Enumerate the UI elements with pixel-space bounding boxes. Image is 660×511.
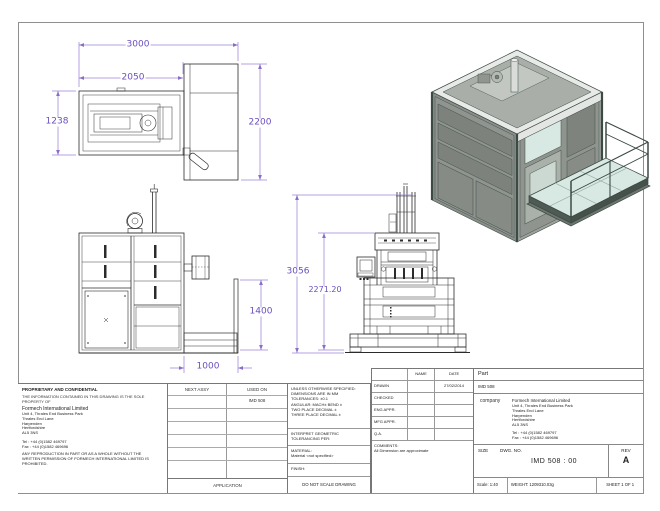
titleblock-proprietary: PROPRIETARY AND CONFIDENTIAL THE INFORMA… [18,383,168,493]
proprietary-company-name: Formech International Limited [22,406,89,412]
comments-label: COMMENTS: [374,443,399,448]
dim-frame-height: 2271.20 [307,285,343,294]
application-label: APPLICATION [168,478,287,494]
name-header: NAME [408,369,435,381]
company-tel: Tel : +44 (0)1582 469797 [512,430,557,435]
part-value: IMD 508 [474,381,643,394]
dwg-number: IMD 508 : 00 [530,458,578,465]
approval-label: ENG APPR. [372,405,408,417]
comments-value: All Dimension are approximate [374,448,429,454]
company-address-line: Thrales End Lane [512,407,544,413]
weight-value: WEIGHT: 1209310.03g [508,478,598,493]
dim-body-depth: 1238 [44,116,70,127]
titleblock-specs: UNLESS OTHERWISE SPECIFIED: DIMENSIONS A… [288,383,371,493]
specs-line: THREE PLACE DECIMAL ± [291,411,341,417]
part-header: Part [474,369,643,381]
approval-row: ENG APPR. [372,405,473,417]
company-address-line: AL5 3NS [512,422,529,428]
proprietary-heading: PROPRIETARY AND CONFIDENTIAL [22,387,98,392]
company-fax: Fax : +44 (0)1582 469696 [512,435,559,440]
do-not-scale: DO NOT SCALE DRAWING [302,482,356,487]
proprietary-address-line: Hertfordshire [22,425,46,431]
used-on-header: USED ON [246,387,267,392]
rev-label: REV [621,448,631,453]
approval-date: 27/02/2014 [435,381,473,393]
specs-interpret: INTERPRET GEOMETRIC TOLERANCING PER: [291,431,339,442]
approval-row: CHECKED [372,393,473,405]
dim-platform-length: 1000 [195,361,221,372]
specs-line: ANGULAR: MACH± BEND ± [291,401,343,407]
size-label: SIZE [478,448,489,453]
company-name: Formech International Limited [512,398,571,403]
proprietary-address-line: AL5 3NS [22,430,39,436]
proprietary-address-line: Harpenden [22,420,42,426]
specs-line: TWO PLACE DECIMAL ± [291,406,337,412]
specs-line: TOLERANCES: ±0.1 [291,396,329,402]
dim-overall-height: 3056 [285,266,311,277]
titleblock-application: NEXT ASSY USED ON IMD 508 APPLICATION [168,383,288,493]
approval-row: Q.A. [372,429,473,441]
proprietary-notice: ANY REPRODUCTION IN PART OR AS A WHOLE W… [22,450,149,466]
company-label: company [480,398,501,404]
dim-overall-depth: 2200 [247,117,273,128]
approval-row: MFG APPR. [372,417,473,429]
drawing-border [18,22,644,494]
approval-row: DRAWN 27/02/2014 [372,381,473,393]
date-header: DATE [435,369,473,381]
proprietary-fax: Fax : +44 (0)1582 469696 [22,443,69,449]
company-address-line: Unit 4, Thrales End Business Park [512,403,573,408]
approval-label: MFG APPR. [372,417,408,429]
specs-unless: UNLESS OTHERWISE SPECIFIED: [291,386,356,391]
specs-line: DIMENSIONS ARE IN MM [291,391,339,397]
proprietary-body: THE INFORMATION CONTAINED IN THIS DRAWIN… [22,394,145,404]
scale-value: Scale: 1:40 [474,478,508,493]
sheet-value: SHEET 1 OF 1 [606,482,635,487]
dim-platform-height: 1400 [248,306,274,317]
approval-label: DRAWN [372,381,408,393]
next-assy-header: NEXT ASSY [184,387,210,392]
approval-label: CHECKED [372,393,408,405]
dwg-label: DWG. NO. [500,448,522,453]
proprietary-tel: Tel : +44 (0)1582 469797 [22,438,67,444]
rev-value: A [622,455,630,465]
dim-body-width: 2050 [120,72,146,83]
company-address-line: Hertfordshire [512,417,536,423]
material-value: Material <not specified> [291,453,334,459]
proprietary-address-line: Thrales End Lane [22,415,54,421]
titleblock-part: Part IMD 508 company Formech Internation… [473,368,643,493]
finish-label: FINISH: [291,466,306,471]
proprietary-address-line: Unit 4, Thrales End Business Park [22,411,83,416]
approval-label: Q.A. [372,429,408,441]
dim-overall-width: 3000 [125,39,151,50]
company-address-line: Harpenden [512,412,532,418]
titleblock-approvals: NAME DATE DRAWN 27/02/2014 CHECKED ENG A… [371,368,473,493]
used-on-value: IMD 508 [248,398,266,403]
material-label: MATERIAL: [291,448,312,453]
